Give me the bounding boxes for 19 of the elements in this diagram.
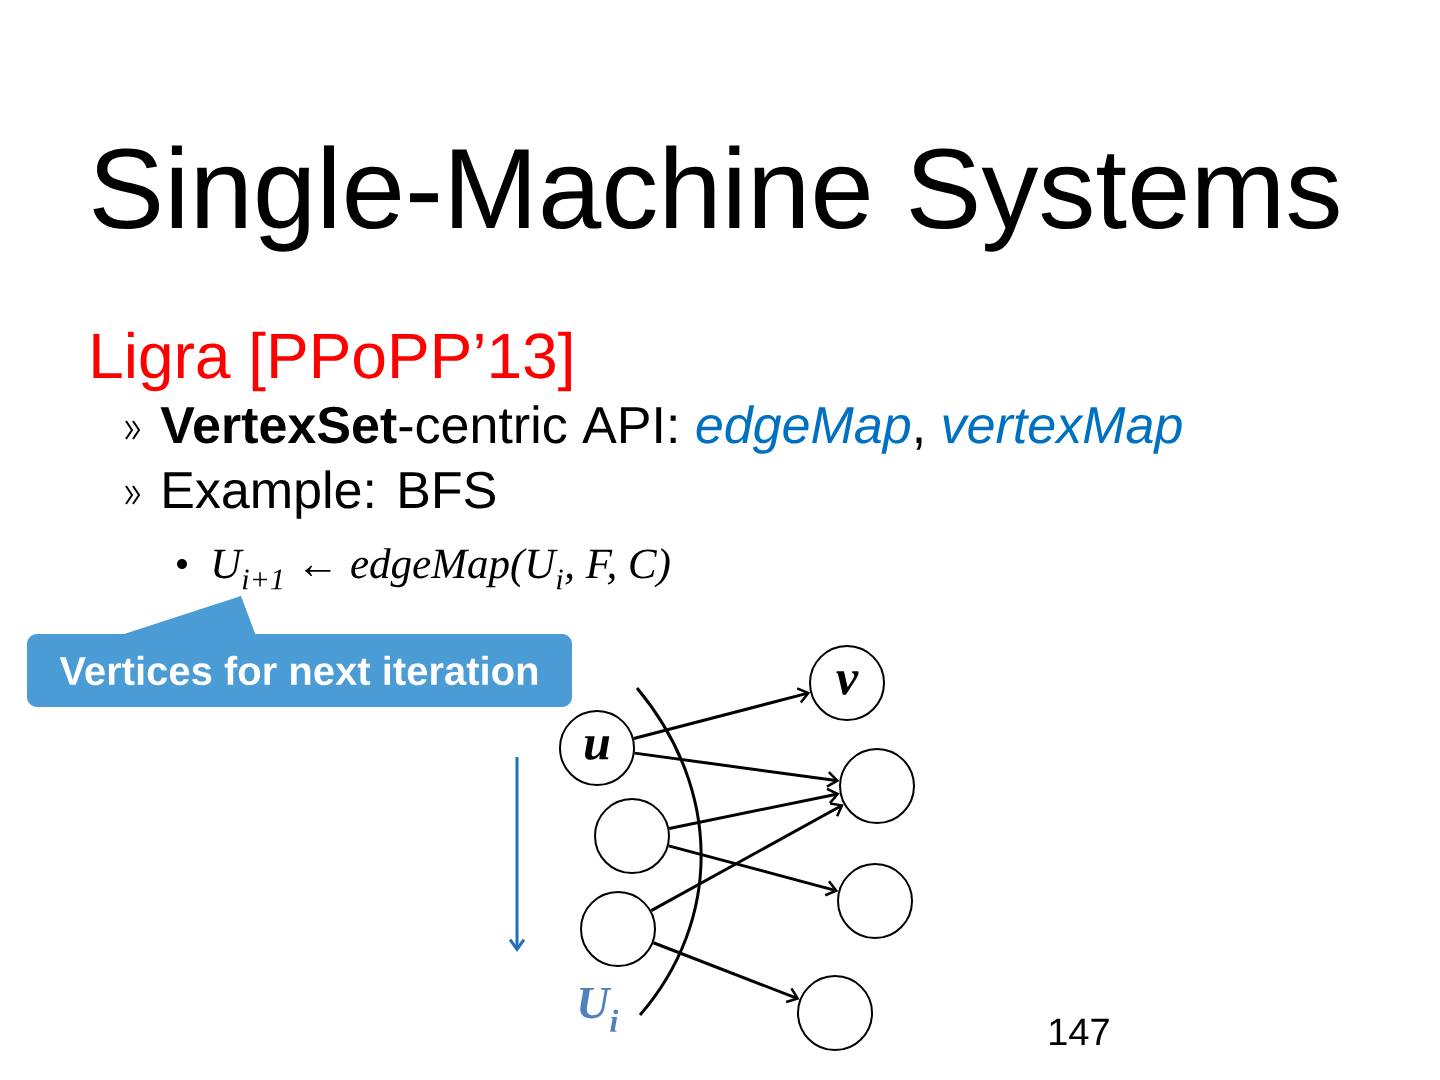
- section-heading: Ligra [PPoPP’13]: [93, 331, 571, 392]
- arrow: [652, 941, 800, 1004]
- vertex-circle: [837, 863, 913, 939]
- set-label: U$_{i}$: [579, 987, 619, 1032]
- bullet-text: Example: BFS: [164, 470, 495, 519]
- vertex-circle: [797, 975, 873, 1051]
- arrow: [633, 687, 811, 740]
- callout-box: Vertices for next iteration: [27, 596, 572, 707]
- vertex-circle: [839, 748, 915, 824]
- arrow: [668, 787, 840, 830]
- arrow: [634, 751, 840, 788]
- bullet-text: VertexSet-centric API: edgeMap, vertexMap: [160, 405, 1182, 454]
- vertex-circle: [594, 798, 670, 874]
- arrow: [650, 802, 844, 912]
- formula-text: U$_{i+1}$ ← edgeMap(U$_{i}$, F, C): [214, 548, 670, 590]
- vertex-circle: [580, 891, 656, 967]
- page-number: 147: [1050, 1018, 1109, 1045]
- arrow: [668, 844, 839, 897]
- slide-title: Single-Machine Systems: [93, 145, 1339, 252]
